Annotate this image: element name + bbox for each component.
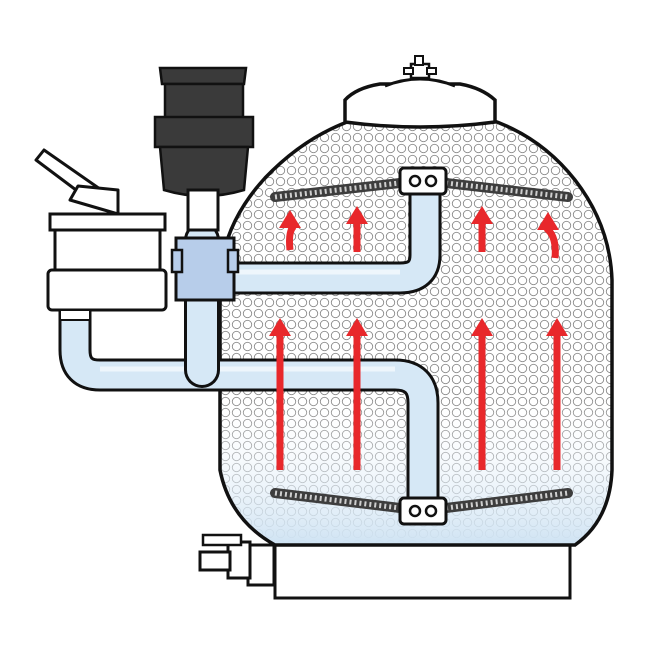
flow-arrow: [471, 206, 493, 252]
pressure-gauge: [153, 66, 255, 232]
drain-valve: [198, 533, 276, 587]
outlet-pipe: [230, 195, 442, 295]
flow-arrow: [546, 318, 568, 470]
tank: [218, 106, 614, 547]
flow-arrow: [537, 212, 559, 259]
upper-laterals: [270, 178, 573, 202]
lower-laterals: [270, 488, 573, 513]
valve-handle: [34, 148, 120, 216]
upper-hub: [398, 166, 448, 196]
multiport-valve: [34, 148, 168, 321]
lateral-lower-left: [270, 488, 405, 513]
flow-arrow: [346, 318, 368, 470]
tank-base: [273, 540, 572, 600]
lateral-lower-right: [441, 488, 573, 513]
flow-arrow: [346, 206, 368, 252]
flow-arrows: [269, 206, 568, 470]
tank-lid: [343, 77, 497, 129]
lateral-upper-left: [270, 178, 405, 202]
flow-arrow: [269, 318, 291, 470]
air-relief-valve: [403, 55, 437, 80]
pipe-coupling: [170, 236, 240, 302]
inlet-pipe: [58, 310, 440, 500]
flow-arrow: [279, 210, 301, 251]
filter-media: [220, 108, 612, 545]
lateral-upper-right: [441, 178, 573, 202]
lower-hub: [398, 496, 448, 526]
flow-arrow: [471, 318, 493, 470]
